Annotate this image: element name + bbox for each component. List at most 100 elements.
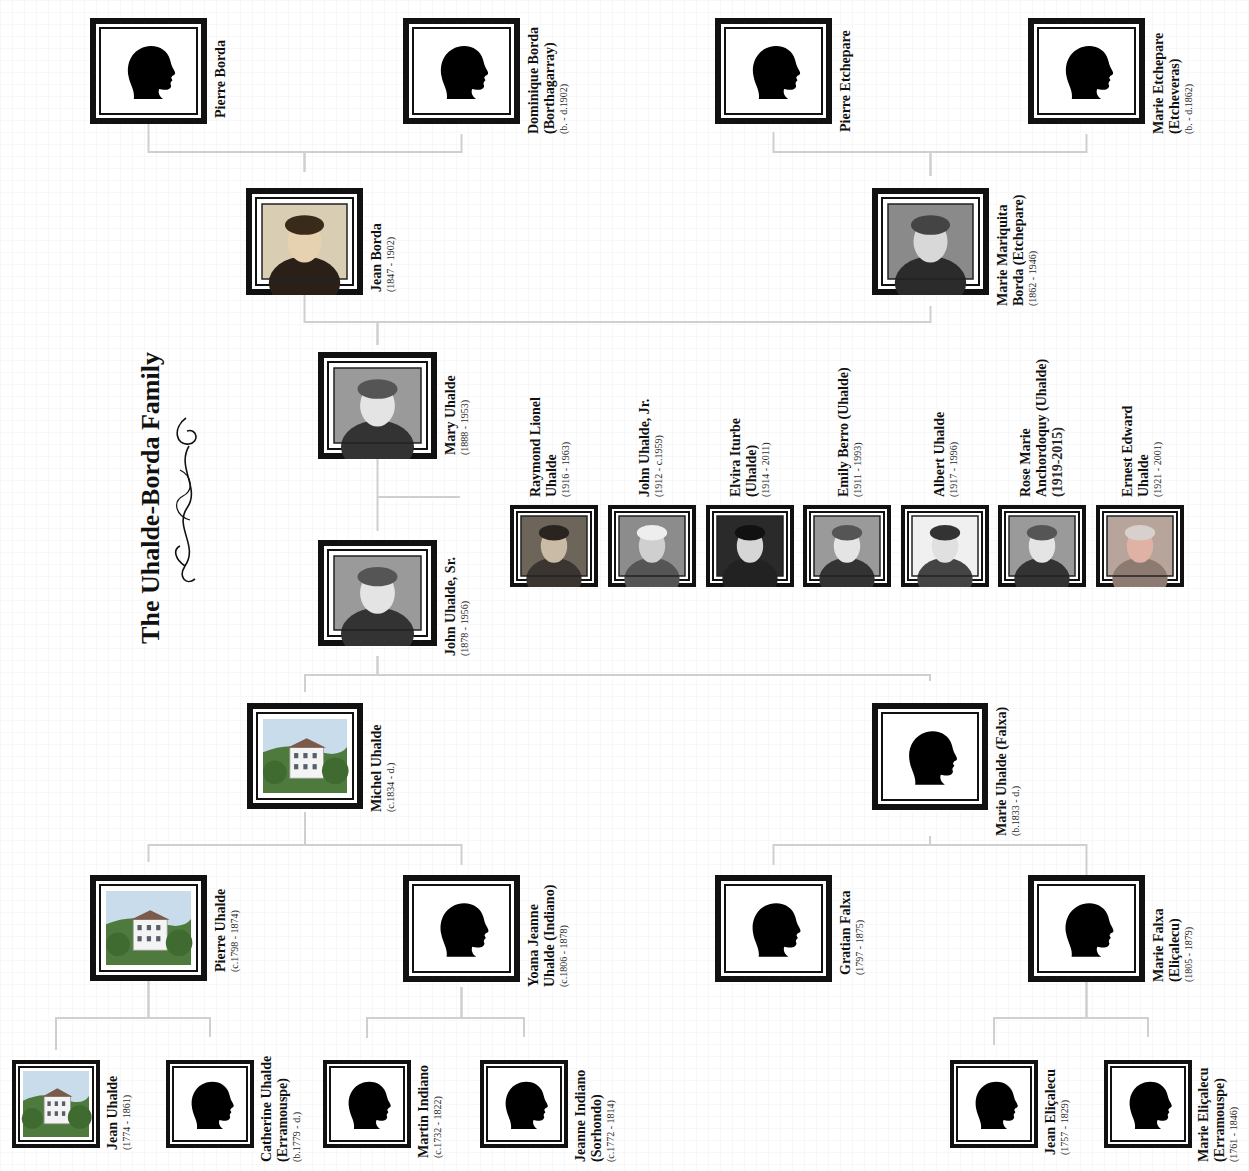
photo-house <box>133 919 167 950</box>
life-dates: (1916 - 1963) <box>560 372 572 497</box>
portrait-picture <box>262 204 347 295</box>
photo-window <box>55 1111 58 1116</box>
frame-outer <box>246 188 363 295</box>
text-column: Marie Etchepare (Etcheveras)(b. - d.1862… <box>1151 4 1195 134</box>
frame-inner <box>726 29 821 113</box>
person-name: Pierre Etchepare <box>838 2 854 132</box>
portrait-frame <box>1028 875 1145 982</box>
text-column: Jean Borda(1847 - 1902) <box>369 172 397 292</box>
family-connector <box>930 836 1087 875</box>
couple-stub <box>378 496 460 498</box>
frame-outer <box>166 1060 254 1148</box>
frame-outer <box>1104 1060 1192 1148</box>
portrait-frame <box>480 1060 568 1148</box>
text-column: Ernest Edward Uhalde(1921 - 2001) <box>1120 387 1164 497</box>
portrait-picture <box>1107 516 1173 587</box>
portrait-picture <box>976 1082 1018 1129</box>
title-flourish <box>177 470 191 520</box>
frame-outer <box>403 875 520 982</box>
text-column: John Uhalde, Jr.(1912 - c.1959) <box>637 372 665 497</box>
photo-window <box>294 764 298 769</box>
life-dates: (c.1834 - d.) <box>385 692 397 812</box>
person-card: Jeanne Indiano (Sorhondo)(c.1772 - 1814) <box>480 1037 617 1162</box>
life-dates: (b.1833 - d.) <box>1010 681 1022 836</box>
photo-window <box>303 764 307 769</box>
person-name: Marie Falxa (Eliçalecu) <box>1151 877 1183 982</box>
photo-bush <box>263 760 287 784</box>
text-column: Pierre Borda <box>213 3 229 118</box>
frame-mat <box>721 881 826 976</box>
life-dates: (c.1772 - 1814) <box>605 1037 617 1162</box>
family-connector <box>149 981 211 1037</box>
person-name: Yoana Jeanne Uhalde (Indiano) <box>526 865 558 987</box>
portrait-frame <box>950 1060 1038 1148</box>
frame-line <box>256 712 354 800</box>
life-dates: (1757 - 1829) <box>1059 1045 1071 1155</box>
family-connector <box>149 124 305 172</box>
photo-house <box>290 747 324 778</box>
title-column: The Uhalde-Borda Family <box>136 328 166 668</box>
frame-outer <box>480 1060 568 1148</box>
family-connector <box>305 295 378 345</box>
text-column: Martin Indiano(c.1732 - 1822) <box>416 1038 444 1158</box>
silhouette-icon <box>192 1082 234 1129</box>
family-connector <box>56 981 149 1050</box>
person-name: Rose Marie Anchordoquy (Uhalde) <box>1018 352 1050 497</box>
person-card: Gratian Falxa(1797 - 1875) <box>715 865 866 982</box>
photo-window <box>47 1111 50 1116</box>
photo-bush <box>22 1108 43 1129</box>
photo-window <box>147 936 151 941</box>
photo-bush <box>106 932 130 956</box>
family-connector <box>378 306 931 345</box>
portrait-picture <box>1009 516 1075 587</box>
person-name: John Uhalde, Sr. <box>443 531 459 656</box>
frame-inner <box>883 714 977 799</box>
silhouette-icon <box>441 903 489 957</box>
portrait-frame <box>715 875 832 982</box>
person-card: Catherine Uhalde (Erramouspe)(b.1779 - d… <box>166 1037 303 1162</box>
silhouette-icon <box>909 731 957 785</box>
life-dates: (1917 - 1996) <box>948 387 960 497</box>
photo-roof <box>42 1088 72 1097</box>
portrait-frame <box>608 505 696 587</box>
text-column: Marie Falxa (Eliçalecu)(1805 - 1879) <box>1151 877 1195 982</box>
frame-inner <box>20 1068 92 1140</box>
person-card: Emily Berro (Uhalde)(1911 - 1993) <box>803 337 891 587</box>
photo-window <box>47 1101 50 1106</box>
frame-line <box>172 1066 248 1142</box>
photo-bush <box>322 757 349 784</box>
frame-mat <box>409 881 514 976</box>
life-dates: (1911 - 1993) <box>852 337 864 497</box>
photo-border <box>262 204 347 279</box>
frame-inner <box>414 29 509 113</box>
photo-hair <box>1125 525 1155 541</box>
frame-outer <box>318 352 437 459</box>
portrait-picture <box>506 1082 548 1129</box>
life-dates: (1919-2015) <box>1050 352 1066 497</box>
person-card: Dominique Borda (Borthagarray)(b. - d.19… <box>403 4 570 134</box>
frame-inner <box>726 886 821 971</box>
photo-hair <box>285 215 324 235</box>
photo-hair <box>930 525 960 541</box>
portrait-frame <box>323 1060 411 1148</box>
photo-border <box>521 516 587 576</box>
silhouette-icon <box>349 1082 391 1129</box>
photo-border <box>334 556 421 630</box>
portrait-frame <box>715 18 832 124</box>
photo-border <box>717 516 783 576</box>
portrait-picture <box>619 516 685 587</box>
person-name: Pierre Uhalde <box>213 862 229 972</box>
family-connector <box>774 132 931 176</box>
portrait-picture <box>22 1071 92 1137</box>
text-column: Yoana Jeanne Uhalde (Indiano)(c.1806 - 1… <box>526 865 570 987</box>
portrait-frame <box>510 505 598 587</box>
frame-mat <box>170 1064 250 1144</box>
family-connector <box>367 987 462 1038</box>
person-card: John Uhalde, Jr.(1912 - c.1959) <box>608 372 696 587</box>
frame-line <box>1110 1066 1186 1142</box>
life-dates: (1805 - 1879) <box>1183 877 1195 982</box>
person-card: Yoana Jeanne Uhalde (Indiano)(c.1806 - 1… <box>403 865 570 987</box>
frame-mat <box>1034 881 1139 976</box>
frame-outer <box>318 540 437 646</box>
